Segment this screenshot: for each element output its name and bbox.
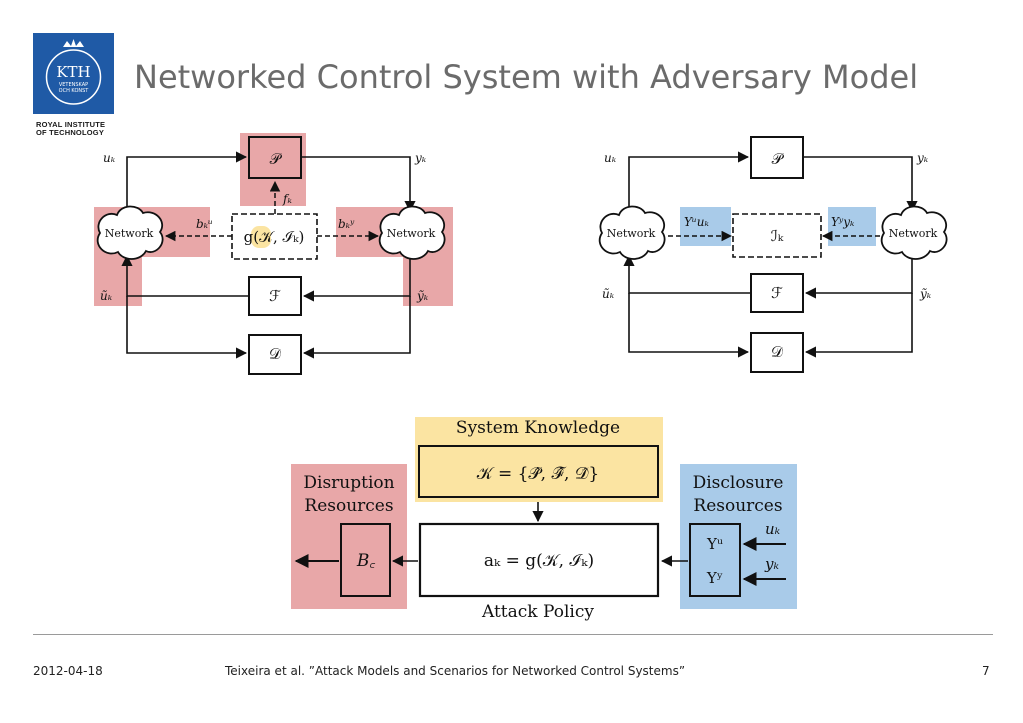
left-F-block: [248, 276, 302, 316]
wire-y-to-F: [302, 252, 411, 302]
right-plant-label: 𝒫: [772, 150, 785, 168]
disclosure-title-1: Disclosure: [693, 473, 784, 493]
right-y-tilde-label: ỹₖ: [919, 287, 932, 301]
footer-date: 2012-04-18: [33, 664, 103, 678]
upsilon-y-highlight: [828, 207, 876, 246]
right-F-block: [750, 273, 804, 313]
footer-citation: Teixeira et al. ”Attack Models and Scena…: [225, 664, 686, 678]
right-network-label: Network: [387, 227, 436, 240]
right-info-block: [732, 213, 822, 258]
disruption-panel: [291, 464, 407, 609]
wire-u-to-plant: [126, 151, 248, 213]
r-wire-plant-to-y: [803, 156, 918, 213]
right-u-label: uₖ: [604, 151, 617, 165]
right-y-label: yₖ: [916, 151, 929, 165]
wire-y-to-D: [302, 296, 411, 359]
left-net-highlight-tail: [94, 257, 142, 306]
logo-caption-line-1: ROYAL INSTITUTE: [36, 120, 106, 129]
knowledge-title: System Knowledge: [456, 418, 620, 438]
disclosure-title-2: Resources: [693, 496, 782, 516]
r-right-network-label: Network: [889, 227, 938, 240]
r-wire-u-to-D: [628, 293, 750, 358]
upsilon-u-label: Υᵘuₖ: [684, 215, 709, 229]
disruption-title-1: Disruption: [303, 473, 394, 493]
right-info-label: ℐₖ: [771, 227, 784, 245]
left-y-label: yₖ: [414, 151, 427, 165]
right-network-cloud-icon: [378, 205, 446, 260]
left-bu-label: bₖᵘ: [196, 217, 213, 231]
left-D-block: [248, 334, 302, 375]
wire-F-to-u: [121, 254, 250, 297]
logo-caption-line-2: OF TECHNOLOGY: [36, 128, 105, 137]
r-wire-y-to-F: [804, 252, 913, 299]
footer-divider: [33, 634, 993, 635]
r-left-network-cloud-icon: [598, 205, 666, 260]
right-D-block: [750, 332, 804, 373]
knowledge-formula: 𝒦 = {𝒫̂, ℱ̂, 𝒟̂}: [477, 464, 599, 484]
right-net-highlight-tail: [403, 257, 453, 306]
disruption-title-2: Resources: [304, 496, 393, 516]
r-wire-y-to-D: [804, 293, 913, 358]
left-plant-highlight: [240, 133, 306, 206]
left-D-label: 𝒟: [269, 345, 281, 363]
left-policy-block: [231, 213, 318, 260]
logo-subtext-2: OCH KONST: [59, 88, 90, 94]
upsilon-box: [689, 523, 741, 597]
right-D-label: 𝒟: [771, 343, 783, 361]
right-diagram: 𝒫 ℐₖ ℱ 𝒟 Network Network uₖ yₖ ũₖ ỹₖ Υᵘu…: [598, 136, 948, 373]
upsilon-y-label: Υʸyₖ: [831, 215, 855, 229]
footer-page-number: 7: [982, 664, 990, 678]
logo-caption: ROYAL INSTITUTE OF TECHNOLOGY: [36, 121, 126, 137]
right-u-tilde-label: ũₖ: [602, 287, 615, 301]
bc-label: B꜀: [356, 551, 375, 571]
disclosure-upsilon-y: Υʸ: [706, 569, 723, 587]
right-F-label: ℱ: [771, 284, 783, 302]
logo-text: KTH: [56, 63, 90, 81]
bc-box: [340, 523, 391, 597]
left-plant-block: [248, 136, 302, 179]
left-policy-k-highlight: [251, 226, 271, 248]
disclosure-panel: [680, 464, 797, 609]
r-wire-u-to-plant: [628, 151, 750, 213]
left-u-tilde-label: ũₖ: [100, 289, 113, 303]
policy-caption: Attack Policy: [481, 602, 594, 622]
left-network-label: Network: [105, 227, 154, 240]
policy-formula: aₖ = g(𝒦, ℐₖ): [484, 551, 594, 571]
disclosure-upsilon-u: Υᵘ: [706, 535, 723, 553]
slide-title: Networked Control System with Adversary …: [134, 58, 919, 96]
left-diagram: 𝒫 g(𝒦, ℐₖ) ℱ 𝒟 Network Network uₖ yₖ ũₖ …: [94, 133, 453, 375]
right-plant-block: [750, 136, 804, 179]
disclosure-y-label: yₖ: [764, 555, 779, 573]
left-by-label: bₖʸ: [338, 217, 355, 231]
knowledge-box: [418, 445, 659, 498]
kth-crest-icon: KTH VETENSKAP OCH KONST: [45, 39, 102, 105]
r-left-network-label: Network: [607, 227, 656, 240]
r-wire-F-to-u: [623, 254, 750, 294]
left-y-tilde-label: ỹₖ: [416, 289, 429, 303]
left-network-cloud-icon: [96, 205, 164, 260]
left-plant-label: 𝒫: [270, 150, 283, 168]
left-policy-label: g(𝒦, ℐₖ): [244, 228, 305, 246]
logo-subtext-1: VETENSKAP: [59, 82, 88, 88]
left-F-label: ℱ: [269, 287, 281, 305]
wire-plant-to-y: [302, 156, 416, 213]
policy-box: [418, 522, 660, 598]
r-right-network-cloud-icon: [880, 205, 948, 260]
left-u-label: uₖ: [103, 151, 116, 165]
wire-u-to-D: [126, 296, 248, 359]
attack-model: System Knowledge 𝒦 = {𝒫̂, ℱ̂, 𝒟̂} aₖ = g…: [291, 417, 797, 622]
kth-logo: KTH VETENSKAP OCH KONST: [33, 33, 114, 114]
left-fk-label: fₖ: [282, 192, 292, 206]
knowledge-panel: [415, 417, 663, 502]
disclosure-u-label: uₖ: [765, 520, 781, 538]
